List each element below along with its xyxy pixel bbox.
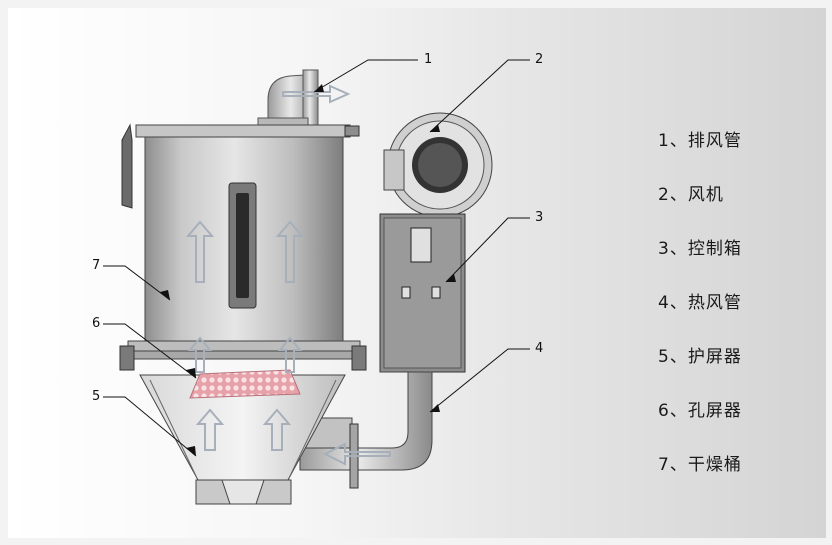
leader-arrowheads: [160, 84, 456, 456]
callout-7: 7: [92, 258, 100, 273]
legend-item-blower: 2、风机: [658, 185, 724, 205]
legend-item-exhaust-pipe: 1、排风管: [658, 131, 742, 151]
airflow-arrows: [185, 84, 391, 466]
legend-item-hot-air-pipe: 4、热风管: [658, 293, 742, 313]
callout-3: 3: [535, 210, 543, 225]
callout-6: 6: [92, 316, 100, 331]
callout-4: 4: [535, 341, 543, 356]
exhaust-pipe: [257, 69, 319, 129]
perforated-screen: [189, 369, 301, 399]
callout-1: 1: [424, 52, 432, 67]
legend-item-protector: 5、护屏器: [658, 347, 742, 367]
dryer-diagram: 1 2 3 4 5 6 7: [92, 52, 543, 505]
blower: [383, 112, 493, 218]
callout-2: 2: [535, 52, 543, 67]
legend-item-drying-barrel: 7、干燥桶: [658, 455, 742, 475]
legend-item-perforated-screen: 6、孔屏器: [658, 401, 742, 421]
control-box: [379, 213, 466, 373]
diagram-panel: 1 2 3 4 5 6 7 1、排风管 2、风机 3、控制箱 4、热风管 5、护…: [8, 8, 826, 538]
callout-5: 5: [92, 389, 100, 404]
drying-barrel: [119, 123, 367, 371]
leader-lines: [103, 59, 530, 457]
legend-item-control-box: 3、控制箱: [658, 239, 742, 259]
hopper-cone: [139, 374, 346, 505]
